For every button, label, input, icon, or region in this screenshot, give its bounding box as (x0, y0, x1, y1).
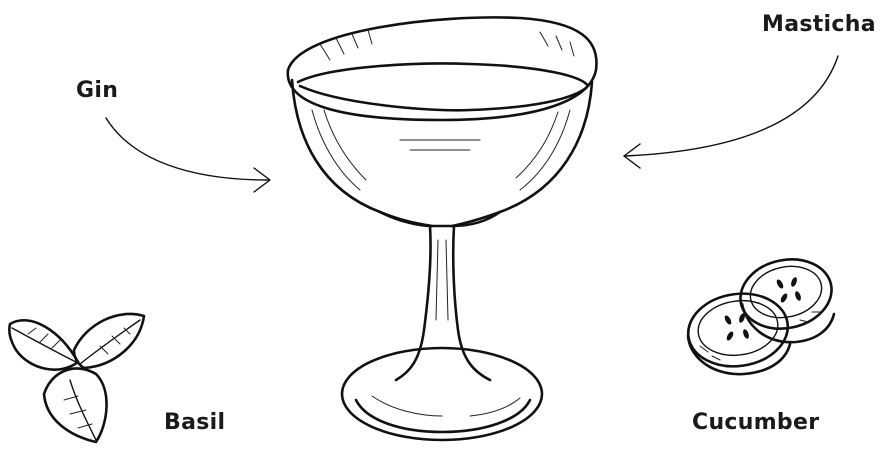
label-basil: Basil (164, 410, 225, 435)
basil-leaves-icon (9, 314, 144, 442)
coupe-glass-icon (288, 17, 597, 440)
curved-arrow-right-icon (106, 118, 270, 192)
curved-arrow-left-icon (624, 56, 838, 168)
cucumber-slices-icon (683, 251, 838, 374)
label-masticha: Masticha (762, 12, 876, 37)
label-cucumber: Cucumber (692, 410, 819, 435)
label-gin: Gin (76, 78, 118, 103)
